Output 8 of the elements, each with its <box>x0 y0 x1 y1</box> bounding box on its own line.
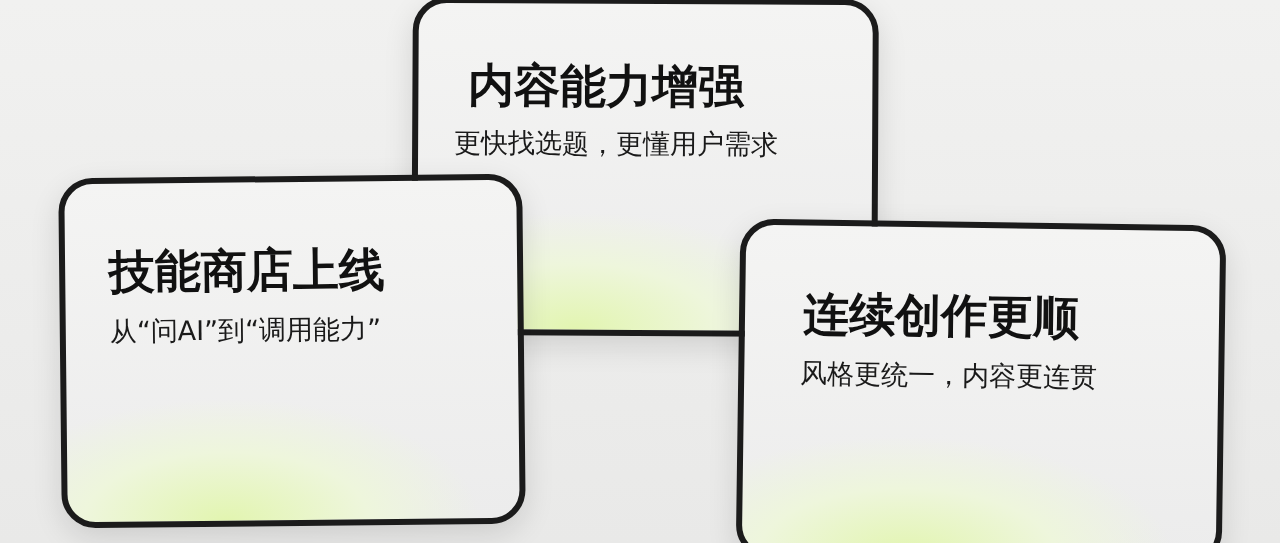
card-subtitle: 更快找选题，更懂用户需求 <box>454 126 779 162</box>
card-heading: 技能商店上线 <box>108 241 386 301</box>
card <box>735 218 1227 543</box>
card <box>58 173 526 529</box>
card-subtitle: 从“问AI”到“调用能力” <box>109 312 382 349</box>
card-subtitle: 风格更统一，内容更连贯 <box>800 356 1098 395</box>
card-heading: 内容能力增强 <box>468 57 745 116</box>
card-heading: 连续创作更顺 <box>802 285 1080 347</box>
